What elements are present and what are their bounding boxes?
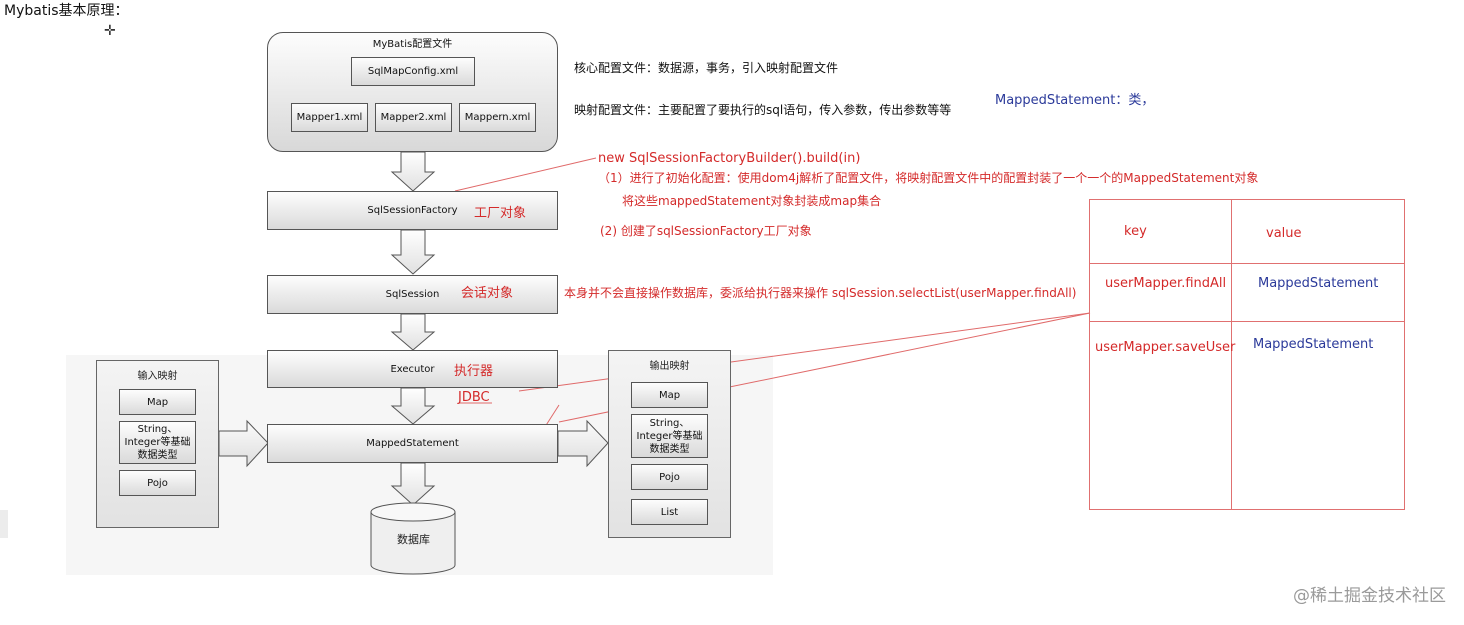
executor-label: 执行器 xyxy=(454,364,494,379)
config-box-title: MyBatis配置文件 xyxy=(372,39,453,50)
down-arrow-2 xyxy=(390,229,436,275)
core-config-note: 核心配置文件：数据源，事务，引入映射配置文件 xyxy=(574,61,839,75)
down-arrow-4 xyxy=(390,387,436,425)
mapped-class-note: MappedStatement：类， xyxy=(995,93,1155,108)
output-list-item: List xyxy=(631,499,708,525)
database-cylinder xyxy=(370,502,456,575)
down-arrow-1 xyxy=(390,151,436,192)
jdbc-label: JDBC xyxy=(458,390,490,405)
table-row-key: userMapper.findAll xyxy=(1105,276,1227,291)
table-row-divider-1 xyxy=(1090,263,1404,264)
step2-note: (2) 创建了sqlSessionFactory工厂对象 xyxy=(600,224,812,238)
table-row-key: userMapper.saveUser xyxy=(1095,340,1236,355)
output-map-item: Map xyxy=(631,382,708,408)
input-pojo-item: Pojo xyxy=(119,470,196,496)
input-map-item: Map xyxy=(119,389,196,415)
session-desc-note: 本身并不会直接操作数据库，委派给执行器来操作 sqlSession.select… xyxy=(564,286,1077,300)
sqlsessionfactory-box: SqlSessionFactory xyxy=(267,191,558,230)
right-arrow-input xyxy=(218,419,269,468)
mapper1-file: Mapper1.xml xyxy=(291,103,368,132)
table-row-value: MappedStatement xyxy=(1258,276,1379,291)
cursor-crosshair-icon: ✛ xyxy=(104,23,116,39)
step1b-note: 将这些mappedStatement对象封装成map集合 xyxy=(622,194,882,208)
statement-map-table xyxy=(1089,199,1405,510)
output-pojo-item: Pojo xyxy=(631,464,708,490)
table-header-key: key xyxy=(1124,224,1147,239)
mappedstatement-box: MappedStatement xyxy=(267,424,558,463)
down-arrow-3 xyxy=(390,313,436,351)
page-title: Mybatis基本原理： xyxy=(4,3,129,19)
executor-box: Executor xyxy=(267,350,558,388)
sqlsession-box: SqlSession xyxy=(267,275,558,314)
right-arrow-output xyxy=(557,419,609,468)
mapping-config-note: 映射配置文件：主要配置了要执行的sql语句，传入参数，传出参数等等 xyxy=(574,103,952,117)
left-edge-shade xyxy=(0,510,8,538)
input-basic-types-item: String、 Integer等基础 数据类型 xyxy=(119,421,196,464)
table-column-divider xyxy=(1231,200,1232,509)
output-basic-types-item: String、 Integer等基础 数据类型 xyxy=(631,414,708,458)
table-row-value: MappedStatement xyxy=(1253,337,1374,352)
mapper2-file: Mapper2.xml xyxy=(375,103,452,132)
table-row-divider-2 xyxy=(1090,321,1404,322)
step1-note: （1）进行了初始化配置：使用dom4j解析了配置文件，将映射配置文件中的配置封装… xyxy=(598,171,1259,185)
watermark: @稀土掘金技术社区 xyxy=(1293,586,1446,606)
config-file-box: MyBatis配置文件 xyxy=(267,32,558,152)
database-label: 数据库 xyxy=(397,533,430,546)
down-arrow-5 xyxy=(390,462,436,506)
mappern-file: Mappern.xml xyxy=(459,103,536,132)
output-panel-title: 输出映射 xyxy=(649,361,690,372)
sqlmapconfig-file: SqlMapConfig.xml xyxy=(351,57,475,86)
builder-note: new SqlSessionFactoryBuilder().build(in) xyxy=(598,151,861,166)
factory-label: 工厂对象 xyxy=(474,206,527,221)
session-label: 会话对象 xyxy=(461,286,514,301)
input-panel-title: 输入映射 xyxy=(137,371,178,382)
table-header-value: value xyxy=(1266,226,1302,241)
